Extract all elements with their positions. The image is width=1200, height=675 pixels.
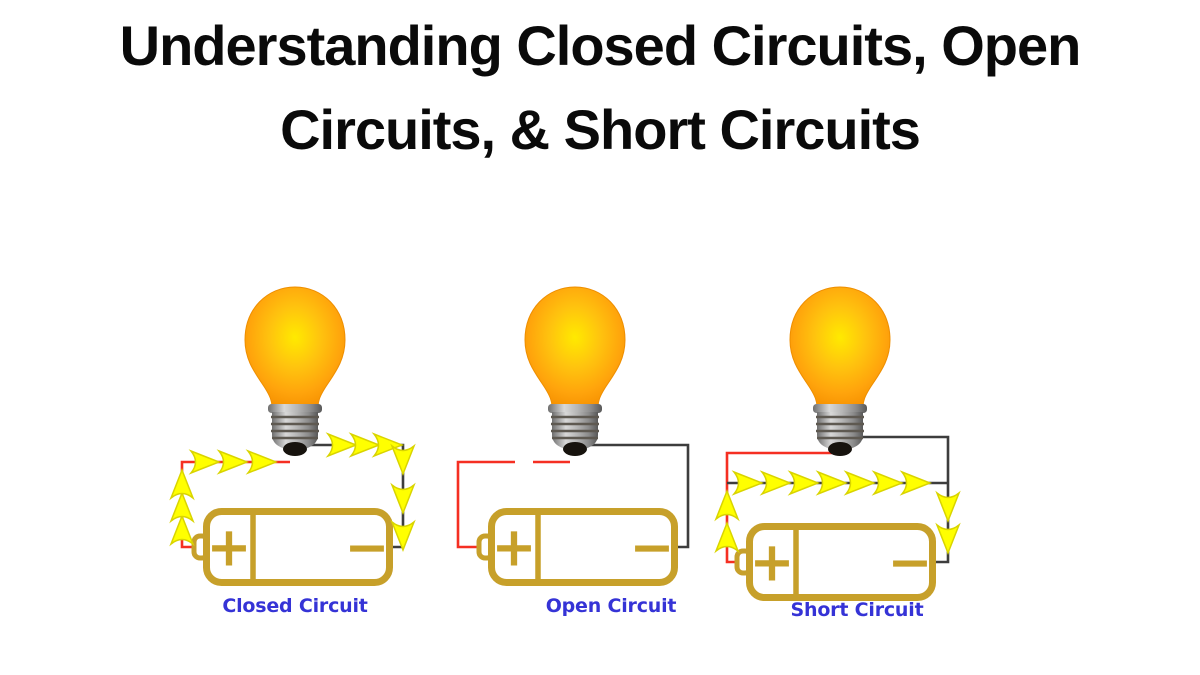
- short-circuit-diagram: Short Circuit: [700, 275, 1000, 630]
- battery-icon: [737, 527, 933, 598]
- light-bulb-icon: [243, 285, 347, 458]
- negative-wire: [587, 443, 690, 549]
- positive-wire: [456, 460, 515, 549]
- closed-circuit-diagram: Closed Circuit: [150, 280, 440, 630]
- open-circuit-diagram: Open Circuit: [430, 280, 720, 630]
- circuit-label-open: Open Circuit: [545, 595, 677, 617]
- battery-icon: [194, 512, 390, 583]
- circuit-label-closed: Closed Circuit: [222, 595, 368, 617]
- circuit-label-short: Short Circuit: [790, 599, 924, 621]
- title-line-2: Circuits, & Short Circuits: [280, 98, 921, 161]
- light-bulb-icon: [523, 285, 627, 458]
- battery-icon: [479, 512, 675, 583]
- title-line-1: Understanding Closed Circuits, Open: [119, 14, 1082, 77]
- short-circuit-drawing: [715, 285, 960, 630]
- page-title: Understanding Closed Circuits, Open Circ…: [0, 4, 1200, 172]
- closed-circuit-drawing: [170, 285, 415, 630]
- light-bulb-icon: [788, 285, 892, 458]
- open-circuit-drawing: [456, 285, 690, 630]
